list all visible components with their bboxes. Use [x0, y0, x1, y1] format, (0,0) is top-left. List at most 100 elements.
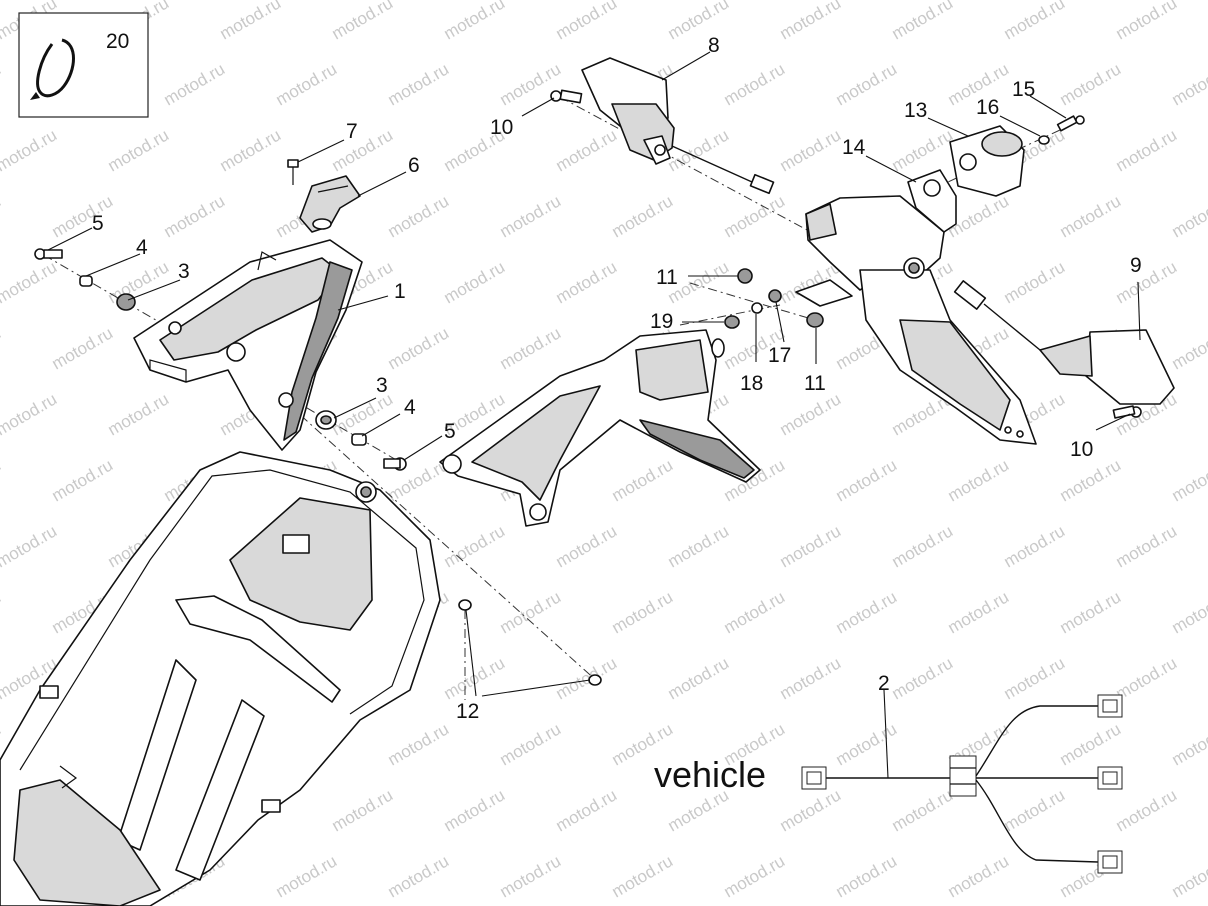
watermark-text: motod.ru	[105, 389, 173, 439]
watermark-text: motod.ru	[273, 851, 341, 901]
watermark-text: motod.ru	[1057, 587, 1125, 637]
watermark-text: motod.ru	[945, 455, 1013, 505]
watermark-text: motod.ru	[329, 785, 397, 835]
watermark-text: motod.ru	[777, 125, 845, 175]
watermark-text: motod.ru	[1169, 323, 1208, 373]
watermark-text: motod.ru	[217, 0, 285, 43]
watermark-text: motod.ru	[497, 587, 565, 637]
watermark-text: motod.ru	[1169, 851, 1208, 901]
watermark-text: motod.ru	[0, 323, 4, 373]
watermark-text: motod.ru	[553, 785, 621, 835]
watermark-text: motod.ru	[1001, 653, 1069, 703]
watermark-text: motod.ru	[777, 653, 845, 703]
watermark-text: motod.ru	[329, 125, 397, 175]
watermark-text: motod.ru	[385, 719, 453, 769]
callout-12: 12	[456, 700, 479, 723]
left-hardware[interactable]	[34, 248, 407, 471]
watermark-text: motod.ru	[889, 785, 957, 835]
watermark-text: motod.ru	[1001, 0, 1069, 43]
license-plate-bracket[interactable]	[439, 329, 761, 527]
watermark-text: motod.ru	[1001, 785, 1069, 835]
watermark-text: motod.ru	[1057, 59, 1125, 109]
watermark-text: motod.ru	[1113, 521, 1181, 571]
part-15-16-screw-washer[interactable]	[1038, 115, 1085, 145]
watermark-text: motod.ru	[1001, 521, 1069, 571]
watermark-text: motod.ru	[833, 59, 901, 109]
kit-number: 20	[106, 30, 129, 53]
watermark-text: motod.ru	[833, 455, 901, 505]
watermark-text: motod.ru	[1057, 455, 1125, 505]
watermark-text: motod.ru	[0, 59, 4, 109]
watermark-text: motod.ru	[833, 587, 901, 637]
watermark-text: motod.ru	[441, 521, 509, 571]
watermark-text: motod.ru	[721, 851, 789, 901]
watermark-text: motod.ru	[385, 191, 453, 241]
watermark-text: motod.ru	[385, 59, 453, 109]
connector-vehicle-side	[801, 766, 827, 790]
callout-2: 2	[878, 672, 890, 695]
watermark-text: motod.ru	[329, 0, 397, 43]
watermark-text: motod.ru	[665, 521, 733, 571]
watermark-text: motod.ru	[665, 653, 733, 703]
watermark-text: motod.ru	[1169, 587, 1208, 637]
watermark-text: motod.ru	[385, 323, 453, 373]
watermark-text: motod.ru	[721, 587, 789, 637]
connector-bottom	[1097, 850, 1123, 874]
watermark-text: motod.ru	[609, 455, 677, 505]
watermark-text: motod.ru	[161, 59, 229, 109]
watermark-text: motod.ru	[497, 59, 565, 109]
watermark-text: motod.ru	[777, 521, 845, 571]
part-8-indicator-left[interactable]	[550, 57, 775, 195]
watermark-text: motod.ru	[1113, 785, 1181, 835]
callout-16: 16	[976, 96, 999, 119]
watermark-text: motod.ru	[0, 257, 60, 307]
cable-tie-icon	[36, 38, 75, 98]
callout-19: 19	[650, 310, 673, 333]
watermark-text: motod.ru	[49, 455, 117, 505]
watermark-text: motod.ru	[553, 257, 621, 307]
callout-17: 17	[768, 344, 791, 367]
callout-4: 4	[136, 236, 148, 259]
watermark-text: motod.ru	[1169, 719, 1208, 769]
kit-box[interactable]: 20	[18, 12, 149, 118]
watermark-text: motod.ru	[497, 191, 565, 241]
watermark-text: motod.ru	[889, 653, 957, 703]
watermark-text: motod.ru	[889, 0, 957, 43]
watermark-text: motod.ru	[49, 323, 117, 373]
watermark-text: motod.ru	[105, 125, 173, 175]
callout-1: 1	[394, 280, 406, 303]
watermark-text: motod.ru	[665, 0, 733, 43]
callout-15: 15	[1012, 78, 1035, 101]
watermark-text: motod.ru	[1169, 191, 1208, 241]
watermark-text: motod.ru	[441, 785, 509, 835]
rear-subframe[interactable]	[0, 451, 441, 906]
wiring-harness-schematic[interactable]: vehicle	[654, 694, 1123, 874]
watermark-text: motod.ru	[553, 521, 621, 571]
callout-14: 14	[842, 136, 866, 159]
part-14-plate[interactable]	[907, 169, 957, 233]
small-hardware[interactable]	[724, 268, 824, 329]
part-9-indicator-right[interactable]	[953, 280, 1175, 419]
watermark-text: motod.ru	[1057, 719, 1125, 769]
tail-light-assembly[interactable]	[795, 195, 1037, 445]
callout-4: 4	[404, 396, 416, 419]
watermark-text: motod.ru	[217, 125, 285, 175]
part-12-screws[interactable]	[458, 599, 602, 686]
watermark-text: motod.ru	[0, 125, 60, 175]
watermark-text: motod.ru	[833, 719, 901, 769]
watermark-text: motod.ru	[1113, 0, 1181, 43]
callout-3: 3	[376, 374, 388, 397]
watermark-text: motod.ru	[945, 587, 1013, 637]
part-6-bracket[interactable]	[299, 175, 361, 233]
part-7-screw[interactable]	[287, 159, 299, 185]
callout-5: 5	[92, 212, 104, 235]
callout-5: 5	[444, 420, 456, 443]
watermark-text: motod.ru	[385, 851, 453, 901]
part-13-housing[interactable]	[949, 125, 1025, 197]
callout-6: 6	[408, 154, 420, 177]
callout-11: 11	[656, 266, 678, 289]
watermark-text: motod.ru	[721, 59, 789, 109]
part-1-tail-cover[interactable]	[133, 239, 363, 451]
connector-top	[1097, 694, 1123, 718]
